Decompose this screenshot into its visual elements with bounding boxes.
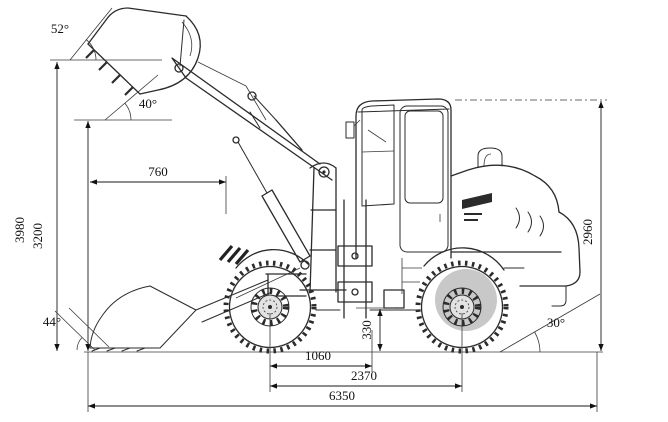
fenders bbox=[235, 247, 525, 271]
cab bbox=[345, 98, 452, 294]
dim-overall-height-raised: 3980 bbox=[12, 62, 60, 351]
hood-vents bbox=[515, 207, 544, 237]
dim-dump-reach: 760 bbox=[90, 164, 226, 185]
angle-label-44: 44° bbox=[43, 314, 61, 329]
brand-decal-bars bbox=[464, 213, 482, 221]
raised-bucket bbox=[85, 7, 201, 96]
dim-label-6350: 6350 bbox=[329, 388, 355, 403]
loader-tower bbox=[309, 162, 337, 293]
angle-rollback-ground: 44° bbox=[43, 307, 110, 351]
dim-dump-clearance: 3200 bbox=[30, 120, 91, 351]
dim-label-330: 330 bbox=[359, 320, 374, 340]
boom-raised bbox=[171, 57, 333, 181]
dim-overall-length: 6350 bbox=[88, 388, 597, 409]
dim-cab-height: 2960 bbox=[580, 101, 604, 351]
bucket-cylinder-linkage bbox=[197, 61, 303, 151]
dim-label-2370: 2370 bbox=[351, 368, 377, 383]
dim-label-760: 760 bbox=[148, 164, 168, 179]
lowered-bucket-ghost bbox=[89, 267, 301, 352]
angle-departure: 30° bbox=[499, 293, 601, 353]
dim-wheelbase: 2370 bbox=[270, 368, 462, 389]
dim-label-3200: 3200 bbox=[30, 223, 45, 249]
boom-decal bbox=[218, 244, 250, 266]
cab-steps bbox=[401, 258, 422, 294]
center-frame bbox=[315, 199, 419, 319]
bucket-teeth bbox=[85, 49, 134, 96]
counterweight bbox=[519, 211, 581, 307]
dim-label-3980: 3980 bbox=[12, 217, 27, 243]
angle-dump: 40° bbox=[104, 74, 159, 121]
dim-label-1060: 1060 bbox=[305, 348, 331, 363]
exhaust-snorkel bbox=[477, 147, 503, 168]
angle-label-52: 52° bbox=[51, 21, 69, 36]
engine-hood bbox=[450, 147, 562, 253]
brand-decal bbox=[462, 193, 492, 209]
angle-label-40: 40° bbox=[139, 96, 157, 111]
dim-label-2960: 2960 bbox=[580, 219, 595, 245]
extension-lines bbox=[50, 59, 607, 412]
machine-drawing bbox=[84, 7, 603, 354]
dim-ground-clearance: 330 bbox=[359, 309, 383, 351]
lift-cylinder bbox=[232, 136, 311, 270]
dim-axle-to-articulation: 1060 bbox=[270, 348, 372, 369]
tow-hitch bbox=[551, 285, 567, 307]
wiper bbox=[367, 129, 387, 143]
angle-bucket-raised: 52° bbox=[51, 7, 113, 61]
front-frame bbox=[218, 244, 347, 297]
mirror bbox=[345, 121, 355, 139]
angle-label-30: 30° bbox=[547, 315, 565, 330]
